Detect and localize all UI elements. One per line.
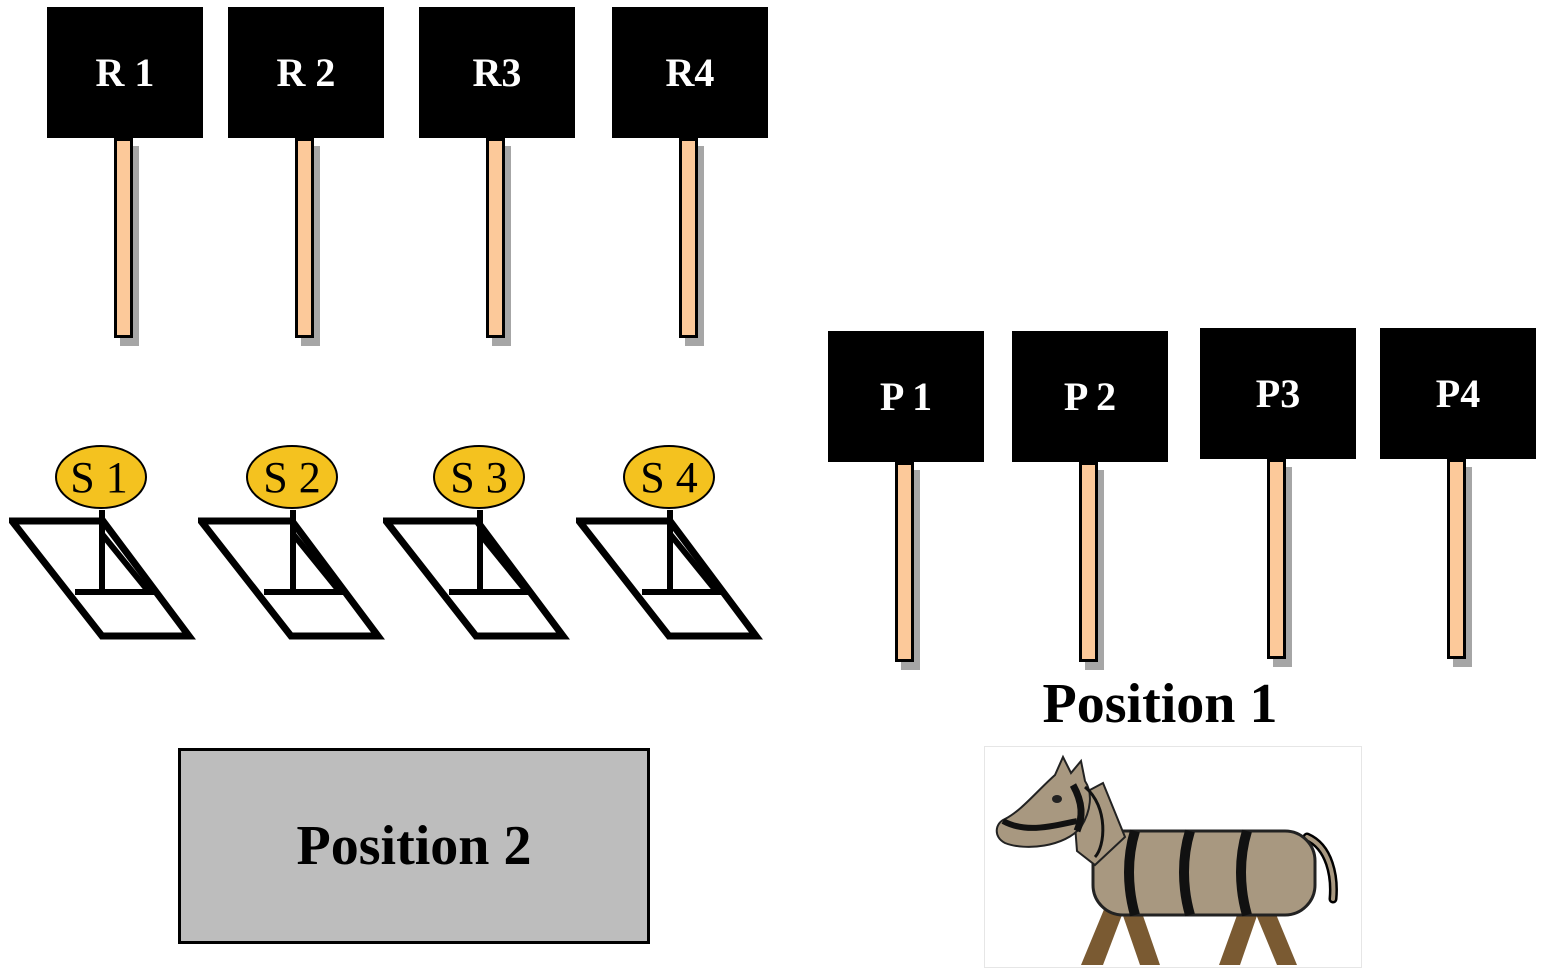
p-sign-4-label: P4 <box>1380 328 1536 459</box>
r-sign-3-label: R3 <box>419 7 575 138</box>
p-sign-2: P 2 <box>1012 331 1168 671</box>
station-2-frame <box>198 445 385 640</box>
r-sign-4-post <box>679 138 698 338</box>
p-sign-1: P 1 <box>828 331 984 671</box>
station-3: S 3 <box>383 444 573 654</box>
horse-image <box>984 746 1362 968</box>
r-sign-2-post <box>295 138 314 338</box>
r-sign-1-label: R 1 <box>47 7 203 138</box>
station-1-label: S 1 <box>70 452 128 502</box>
horse-icon <box>995 754 1338 965</box>
r-sign-3-post <box>486 138 505 338</box>
p-sign-1-post <box>895 462 914 662</box>
r-sign-4: R4 <box>612 7 768 352</box>
station-3-frame <box>383 445 570 640</box>
position-1-label: Position 1 <box>1042 673 1278 735</box>
station-4-label: S 4 <box>640 452 698 502</box>
p-sign-3-label: P3 <box>1200 328 1356 459</box>
r-sign-1-post <box>114 138 133 338</box>
r-sign-3: R3 <box>419 7 575 352</box>
r-sign-4-label: R4 <box>612 7 768 138</box>
p-sign-3: P3 <box>1200 328 1356 668</box>
p-sign-3-post <box>1267 459 1286 659</box>
p-sign-4: P4 <box>1380 328 1536 668</box>
p-sign-2-label: P 2 <box>1012 331 1168 462</box>
p-sign-4-post <box>1447 459 1466 659</box>
station-3-label: S 3 <box>450 452 508 502</box>
r-sign-2-label: R 2 <box>228 7 384 138</box>
position-2-label: Position 2 <box>296 815 532 877</box>
r-sign-1: R 1 <box>47 7 203 352</box>
station-2-label: S 2 <box>263 452 321 502</box>
station-4-frame <box>576 445 763 640</box>
station-2: S 2 <box>198 444 388 654</box>
station-1-frame <box>9 445 196 640</box>
position-2-box: Position 2 <box>178 748 650 944</box>
r-sign-2: R 2 <box>228 7 384 352</box>
station-4: S 4 <box>576 444 766 654</box>
p-sign-2-post <box>1079 462 1098 662</box>
station-1: S 1 <box>9 444 199 654</box>
p-sign-1-label: P 1 <box>828 331 984 462</box>
